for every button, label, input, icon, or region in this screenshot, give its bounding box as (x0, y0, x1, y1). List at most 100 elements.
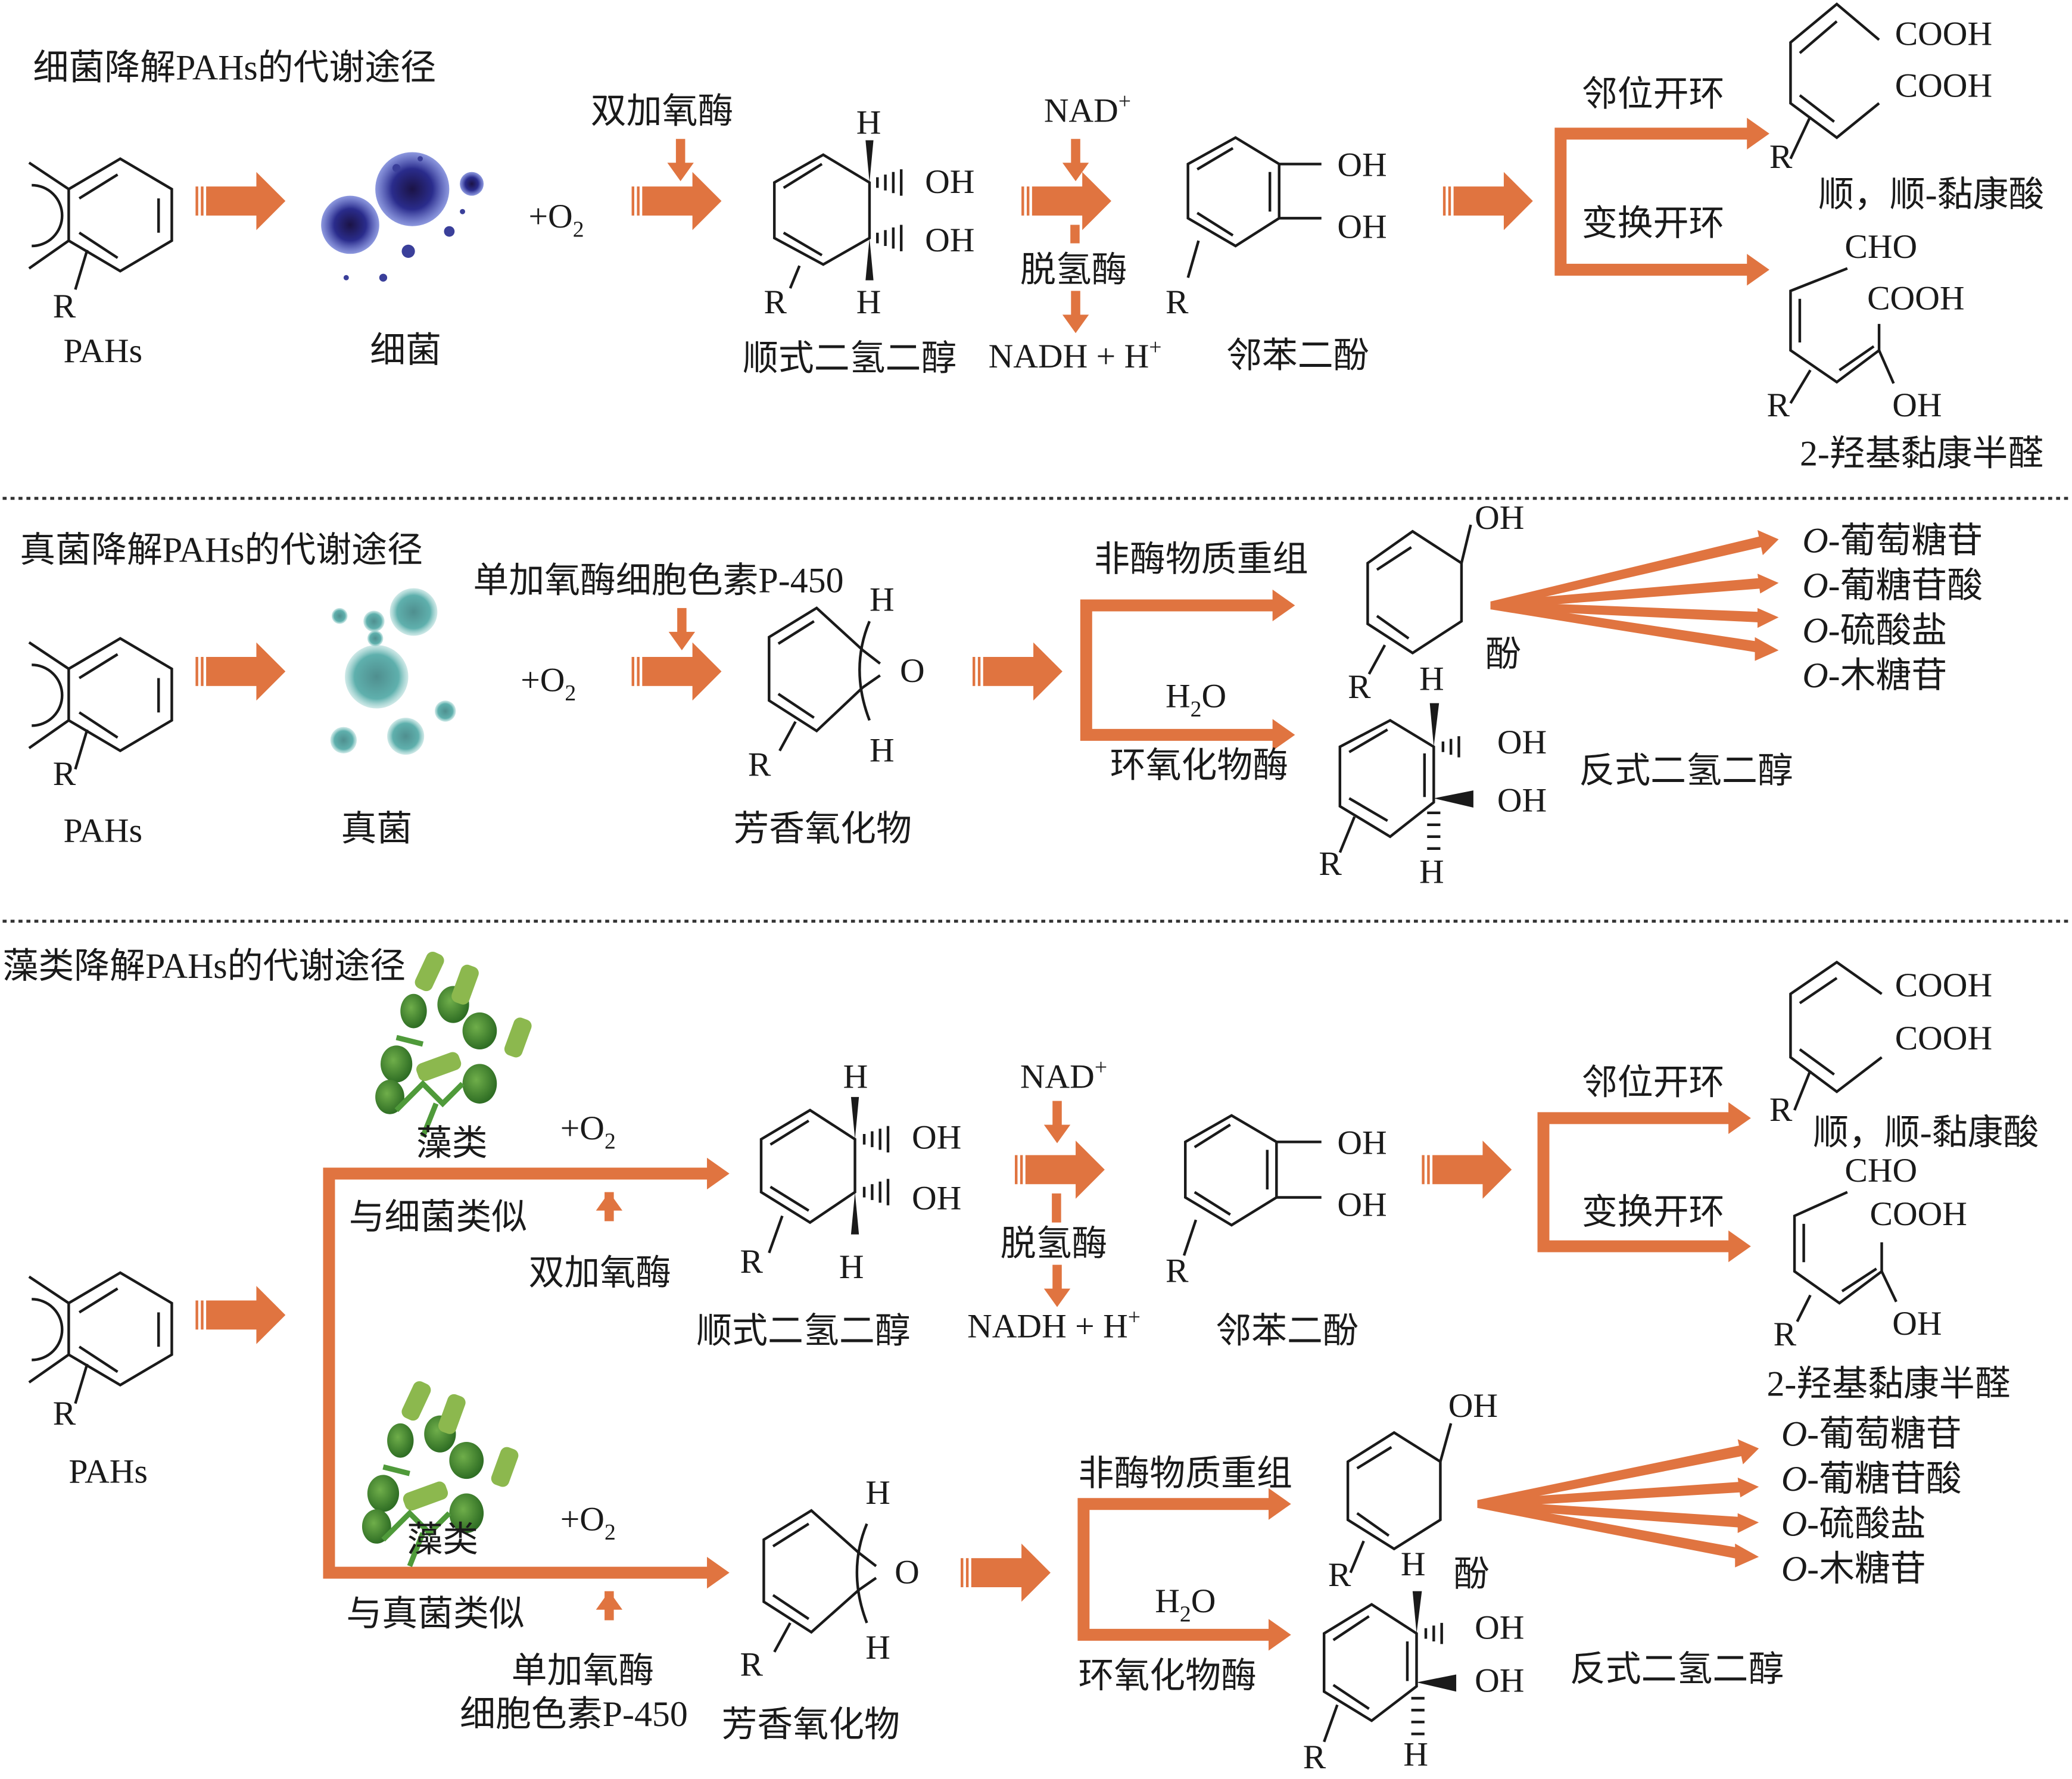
conjugate-list: O-葡萄糖苷 O-葡糖苷酸 O-硫酸盐 O-木糖苷 (1802, 521, 1983, 695)
oh-label: OH (1337, 208, 1386, 246)
enzyme-monooxygenase: 单加氧酶 (512, 1651, 655, 1690)
branch-bracket (1554, 127, 1751, 276)
substrate-label: PAHs (68, 1453, 148, 1491)
enzyme-dehydrogenase: 脱氢酶 (1001, 1224, 1108, 1263)
conjugate-item: O-葡糖苷酸 (1781, 1459, 1962, 1498)
semialdehyde-structure (1789, 267, 1895, 404)
down-arrow-icon (668, 607, 696, 650)
oh-label: OH (1497, 724, 1547, 761)
cis-dihydrodiol-structure (759, 1096, 890, 1254)
bacteria-section: 细菌降解PAHs的代谢途径 R PAHs 细菌 +O2 双加氧酶 (29, 2, 2044, 473)
semialdehyde-structure (1793, 1191, 1897, 1323)
r-label: R (1319, 845, 1342, 883)
branch-bracket (1077, 1498, 1272, 1641)
fungi-icon (330, 588, 456, 755)
arrow-stem (1070, 225, 1080, 244)
cooh-label: COOH (1870, 1195, 1967, 1233)
oh-label: OH (1337, 1186, 1386, 1224)
r-label: R (1774, 1316, 1797, 1353)
product-meta: 2-羟基黏康半醛 (1766, 1364, 2010, 1403)
conjugate-item: O-硫酸盐 (1781, 1504, 1926, 1543)
similar-fungi-label: 与真菌类似 (346, 1594, 524, 1633)
conjugate-item: O-葡萄糖苷 (1802, 521, 1983, 560)
enzyme-dehydrogenase: 脱氢酶 (1020, 250, 1127, 289)
trans-dihydrodiol-structure (1338, 703, 1473, 853)
arrow-head-icon (707, 1157, 730, 1190)
oxygen-label: +O2 (529, 198, 584, 242)
cooh-label: COOH (1895, 15, 1992, 53)
branch-bracket (1537, 1112, 1731, 1253)
down-arrow-icon (1043, 1101, 1071, 1144)
oh-label: OH (1892, 1305, 1942, 1342)
arrow-head-icon (1269, 1488, 1291, 1520)
substrate-label: PAHs (64, 812, 143, 850)
arrow-head-icon (1269, 1619, 1291, 1651)
catechol-structure (1182, 1114, 1322, 1256)
nad-label: NAD+ (1044, 89, 1131, 129)
catechol-structure (1186, 136, 1322, 278)
branch-nonenzymatic: 非酶物质重组 (1079, 1454, 1292, 1493)
r-label: R (53, 755, 76, 793)
organism-label: 细菌 (370, 331, 441, 370)
product-ortho: 顺，顺-黏康酸 (1818, 175, 2044, 214)
enzyme-epoxide-hydrolase: 环氧化物酶 (1110, 746, 1288, 785)
conjugate-item: O-葡糖苷酸 (1802, 566, 1983, 605)
algae-icon (362, 1381, 519, 1568)
organism-label: 藻类 (416, 1123, 488, 1163)
enzyme-dioxygenase: 双加氧酶 (529, 1253, 672, 1292)
arrow-icon (195, 1286, 286, 1344)
enzyme-monooxygenase: 单加氧酶细胞色素P-450 (473, 560, 843, 600)
cooh-label: COOH (1867, 279, 1964, 317)
r-label: R (1166, 283, 1189, 321)
arrow-head-icon (1747, 254, 1769, 286)
r-label: R (1769, 138, 1793, 176)
cooh-label: COOH (1895, 67, 1992, 104)
r-label: R (1166, 1252, 1189, 1289)
h-label: H (1403, 1736, 1428, 1774)
algae-icon (375, 951, 532, 1138)
oh-label: OH (1497, 782, 1547, 820)
branch-ortho: 邻位开环 (1582, 1063, 1725, 1102)
phenol-structure (1366, 524, 1472, 675)
organism-label: 藻类 (407, 1520, 478, 1559)
branch-bracket (1080, 599, 1276, 741)
arrow-icon (631, 172, 722, 230)
arrow-icon (1442, 172, 1533, 230)
h-label: H (870, 581, 895, 618)
oh-label: OH (925, 222, 974, 259)
water-label: H2O (1155, 1582, 1216, 1627)
oh-label: OH (1337, 1124, 1386, 1161)
intermediate-label: 邻苯二酚 (1226, 336, 1369, 375)
conjugate-list: O-葡萄糖苷 O-葡糖苷酸 O-硫酸盐 O-木糖苷 (1781, 1415, 1962, 1588)
product-meta: 2-羟基黏康半醛 (1800, 434, 2043, 473)
nadh-label: NADH + H+ (967, 1304, 1141, 1345)
branch-ortho: 邻位开环 (1582, 74, 1725, 114)
pah-structure (29, 1273, 172, 1404)
o-label: O (895, 1553, 920, 1591)
phenol-label: 酚 (1485, 635, 1521, 674)
h-label: H (1419, 853, 1444, 890)
down-arrow-icon (667, 139, 694, 182)
conjugate-item: O-木糖苷 (1802, 656, 1947, 695)
organism-label: 真菌 (341, 809, 412, 848)
arrow-head-icon (1728, 1102, 1751, 1134)
intermediate-label: 芳香氧化物 (733, 809, 911, 848)
h-label: H (870, 731, 895, 769)
h-label: H (856, 104, 881, 141)
arrow-icon (195, 172, 286, 230)
phenol-label: 酚 (1454, 1554, 1490, 1594)
cooh-label: COOH (1895, 967, 1992, 1004)
arrow-head-icon (1747, 117, 1769, 149)
oh-label: OH (1475, 1609, 1524, 1647)
r-label: R (53, 1395, 76, 1432)
conjugate-item: O-葡萄糖苷 (1781, 1415, 1962, 1454)
trans-diol-label: 反式二氢二醇 (1579, 751, 1793, 790)
muconic-acid-structure (1789, 960, 1883, 1111)
up-arrow-icon (596, 1192, 623, 1222)
arrow-icon (195, 642, 286, 701)
o-label: O (900, 652, 925, 690)
conjugate-item: O-木糖苷 (1781, 1549, 1926, 1588)
branch-nonenzymatic: 非酶物质重组 (1094, 540, 1308, 579)
r-label: R (53, 288, 76, 325)
oxygen-label: +O2 (560, 1110, 616, 1154)
